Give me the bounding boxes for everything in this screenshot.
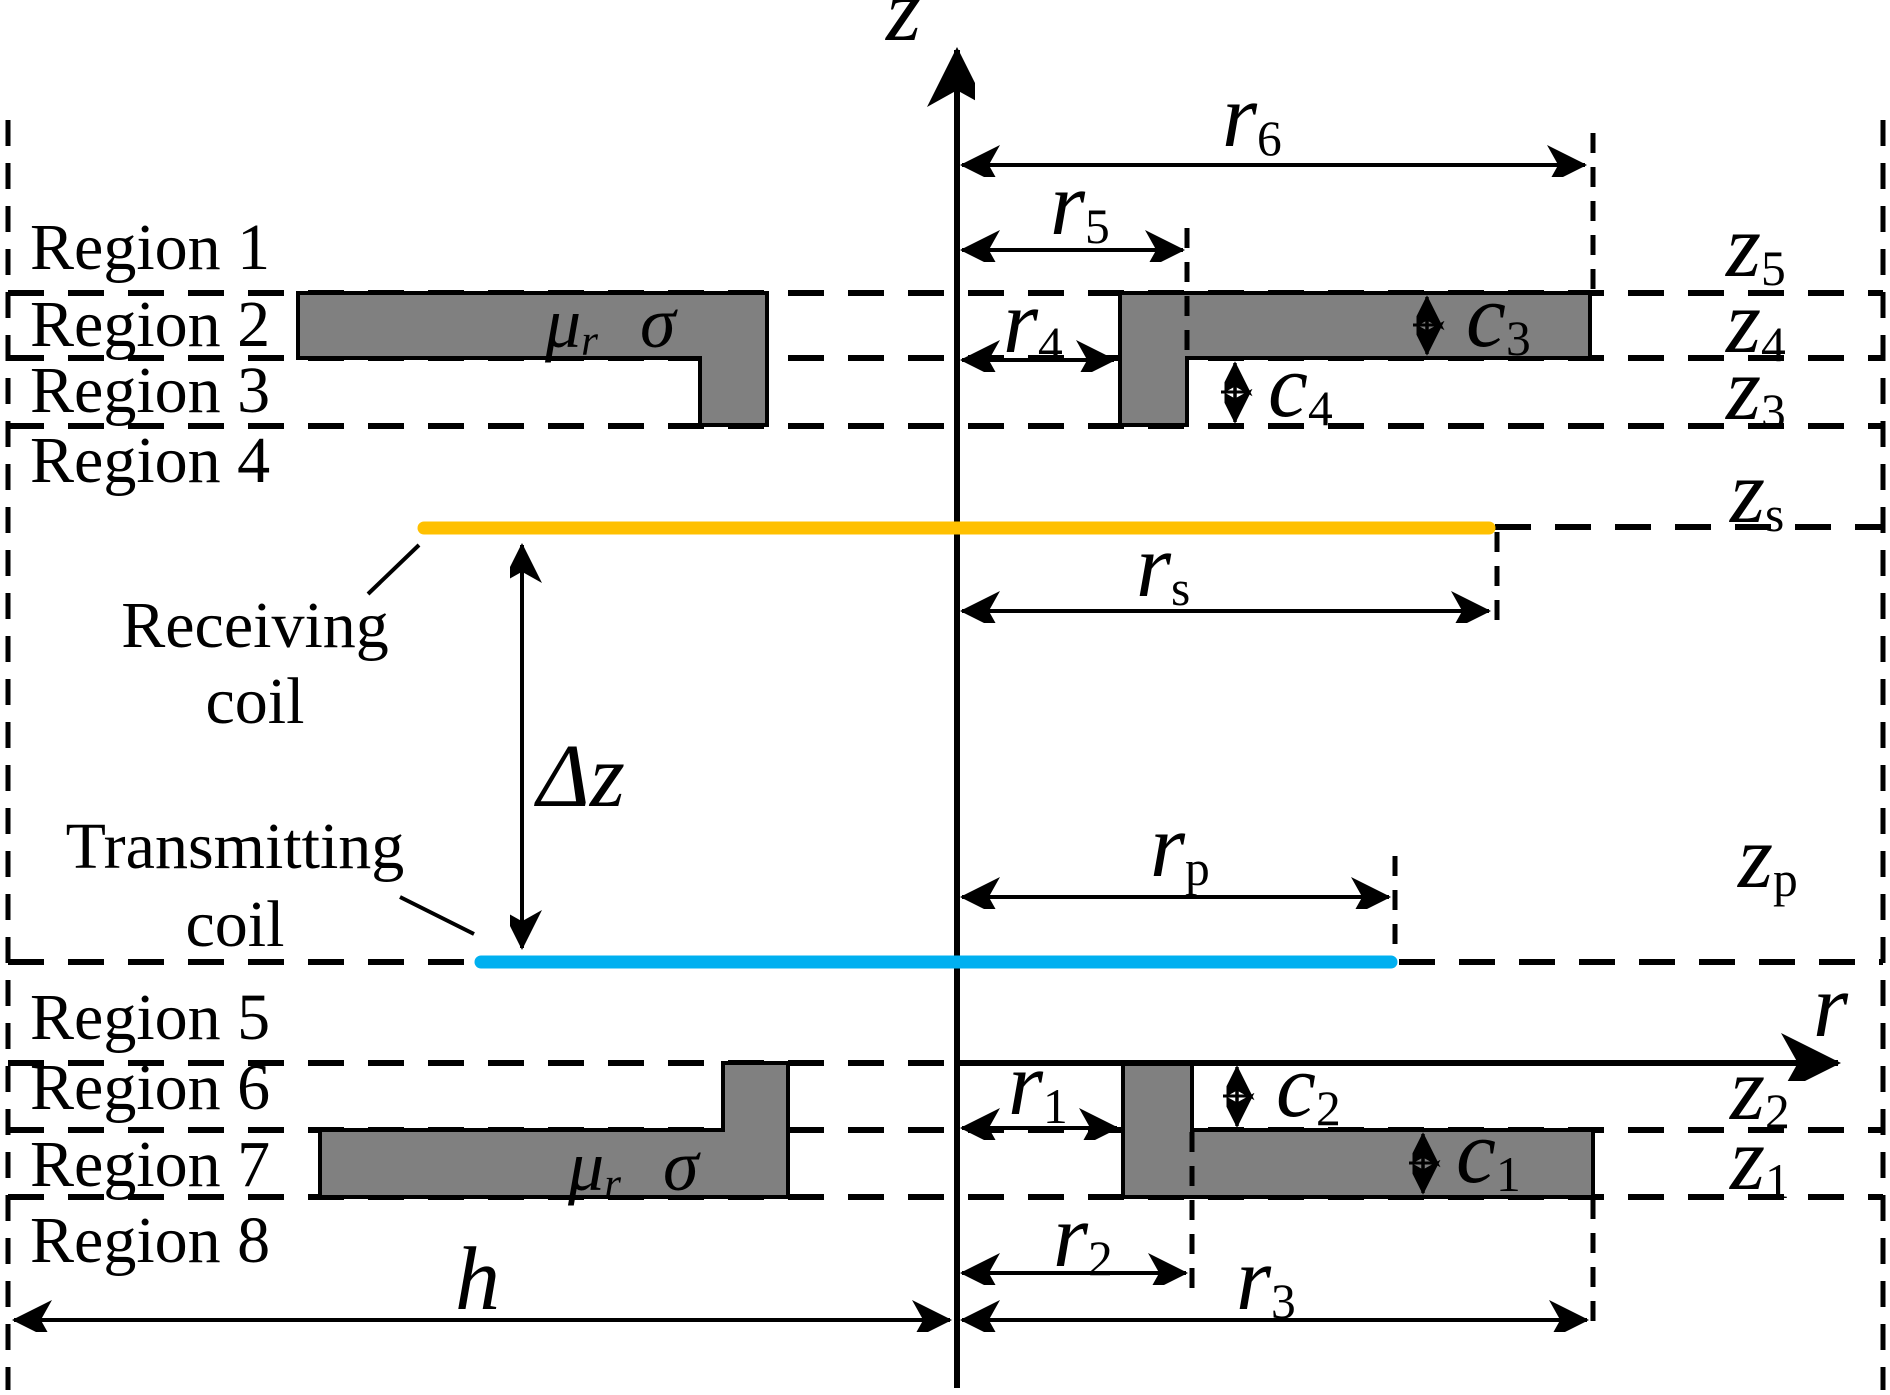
rp-label: rp	[1150, 797, 1210, 896]
h-label: h	[455, 1230, 500, 1329]
upper-left-core	[296, 291, 769, 427]
zs-label: zs	[1730, 443, 1785, 542]
c1-label: c1	[1456, 1103, 1521, 1202]
region-6-label: Region 6	[30, 1051, 271, 1124]
c3-label: c3	[1466, 267, 1531, 366]
lower-core-material-label: μr σ	[568, 1130, 698, 1206]
region-4-label: Region 4	[30, 424, 271, 497]
upper-core-material-label: μr σ	[545, 287, 675, 363]
upper-core-sigma-label: σ	[639, 283, 676, 363]
r4-label: r4	[1003, 273, 1063, 372]
z3-label: z3	[1726, 340, 1786, 439]
c4-label: c4	[1268, 337, 1333, 436]
upper-core-mu-label: μr	[545, 283, 598, 365]
r2-label: r2	[1053, 1187, 1113, 1286]
transmitting-coil-pointer	[399, 895, 475, 936]
receiving-coil-label: Receiving coil	[60, 588, 450, 740]
rs-label: rs	[1136, 517, 1191, 616]
r-axis-label: r	[1813, 957, 1849, 1056]
region-7-label: Region 7	[30, 1128, 271, 1201]
transmitting-coil-label-line1: Transmitting	[65, 810, 405, 883]
z-axis-label: z	[886, 0, 922, 60]
receiving-coil-pointer	[366, 543, 421, 596]
r6-label: r6	[1222, 67, 1282, 166]
r3-label: r3	[1236, 1230, 1296, 1329]
transmitting-coil-label: Transmitting coil	[20, 808, 450, 964]
region-2-label: Region 2	[30, 288, 271, 361]
region-5-label: Region 5	[30, 981, 271, 1054]
c2-label: c2	[1276, 1037, 1341, 1136]
lower-core-mu-label: μr	[568, 1126, 621, 1208]
lower-left-core	[318, 1061, 790, 1199]
r5-label: r5	[1050, 155, 1110, 254]
upper-right-core	[1118, 291, 1592, 427]
z1-label: z1	[1730, 1110, 1790, 1209]
r1-label: r1	[1008, 1035, 1068, 1134]
receiving-coil-label-line2: coil	[205, 665, 305, 738]
region-3-label: Region 3	[30, 354, 271, 427]
zp-label: zp	[1738, 808, 1798, 907]
receiving-coil-label-line1: Receiving	[121, 589, 389, 662]
delta-z-label: Δz	[537, 727, 625, 826]
z2-label: z2	[1730, 1040, 1790, 1139]
transmitting-coil-label-line2: coil	[185, 888, 285, 961]
region-8-label: Region 8	[30, 1204, 271, 1277]
z4-label: z4	[1726, 273, 1786, 372]
lower-core-sigma-label: σ	[662, 1126, 699, 1206]
region-1-label: Region 1	[30, 211, 271, 284]
z5-label: z5	[1726, 197, 1786, 296]
